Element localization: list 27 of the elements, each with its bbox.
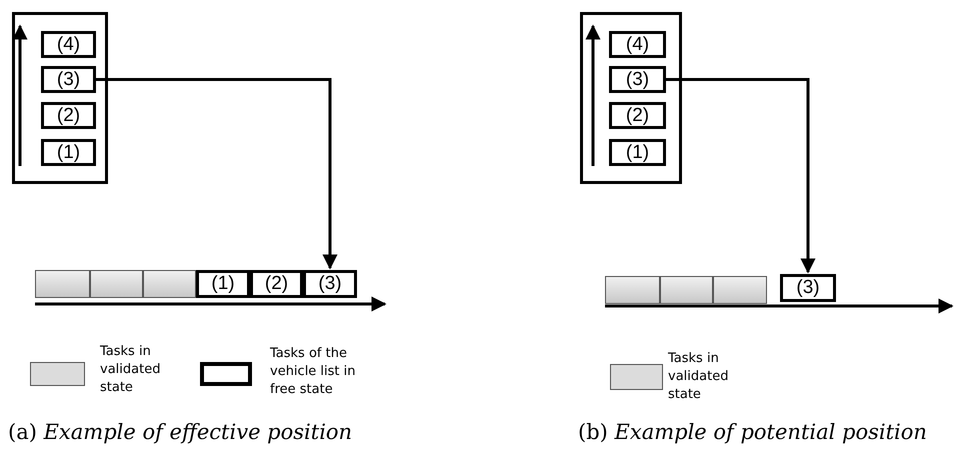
task-box: (1) [41,139,96,166]
task-box: (3) [303,270,357,298]
arrow [666,78,816,274]
task-box: (4) [609,31,666,58]
validated-task-box [605,276,660,304]
legend-text: Tasks in validated state [100,343,162,397]
task-box: (1) [196,270,250,298]
validated-task-box [713,276,767,304]
legend-text: Tasks of the vehicle list in free state [270,345,357,399]
figure-caption: (a) Example of effective position [8,420,352,444]
task-box: (2) [41,102,96,129]
legend-text: Tasks in validated state [668,350,730,404]
task-box: (3) [41,66,96,93]
task-box: (1) [609,139,666,166]
figure-caption: (b) Example of potential position [578,420,927,444]
arrow [96,78,338,270]
task-box: (2) [609,102,666,129]
validated-task-box [90,270,143,298]
stack-box [580,12,682,184]
validated-task-box [660,276,713,304]
validated-task-box [35,270,90,298]
task-box: (3) [780,274,836,302]
task-box: (3) [609,66,666,93]
stack-box [12,12,108,184]
task-box: (4) [41,31,96,58]
validated-task-box [143,270,196,298]
task-box: (2) [250,270,303,298]
